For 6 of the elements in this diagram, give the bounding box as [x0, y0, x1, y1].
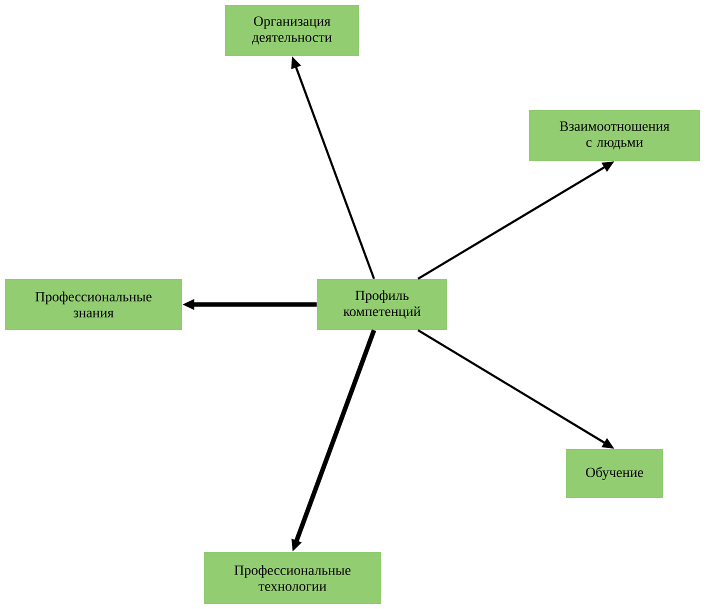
- concept-box: Профессиональные знания: [5, 279, 182, 330]
- concept-box: Взаимоотношения с людьми: [529, 110, 700, 161]
- concept-box: Обучение: [566, 449, 663, 498]
- concept-box: Организация деятельности: [225, 5, 359, 56]
- concept-box: Профиль компетенций: [317, 279, 447, 330]
- concept-box: Профессиональные технологии: [204, 552, 381, 604]
